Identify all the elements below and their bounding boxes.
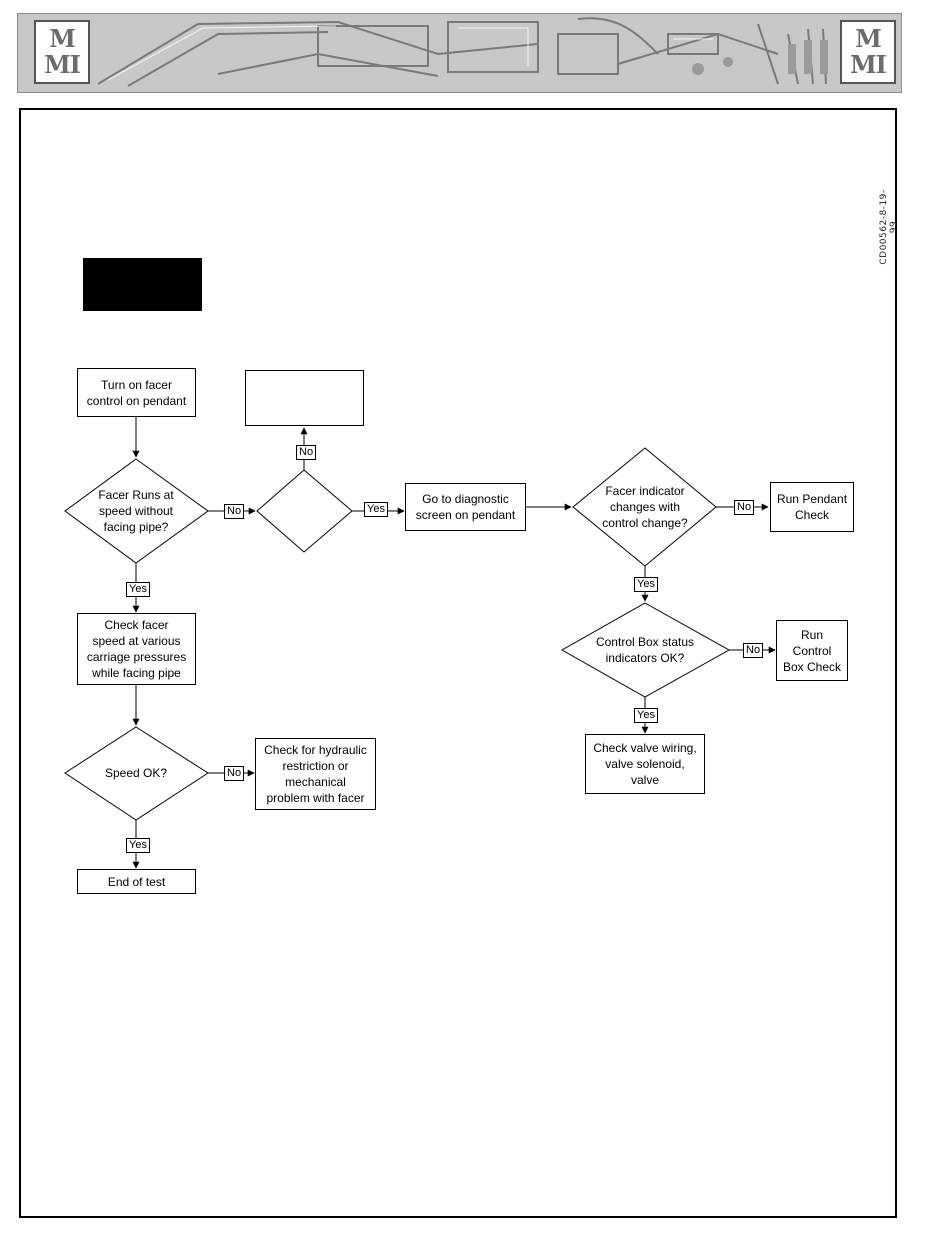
- redacted-title-block: [83, 258, 202, 311]
- label-no-facer-runs: No: [224, 504, 245, 519]
- machine-illustration: [18, 14, 901, 92]
- logo-right-line1: M: [855, 24, 882, 53]
- mmi-logo-right: M MI: [840, 20, 896, 84]
- label-yes-control-box: Yes: [634, 708, 658, 723]
- node-run-pendant-check: Run Pendant Check: [770, 482, 854, 532]
- diamond-speed-ok-text: Speed OK?: [104, 766, 168, 780]
- label-yes-facer-runs: Yes: [126, 582, 150, 597]
- label-no-facer-indicator: No: [734, 500, 755, 515]
- node-blank-box: [245, 370, 364, 426]
- diamond-blank: [256, 469, 353, 553]
- diamond-facer-indicator-text: Facer indicator changes with control cha…: [602, 484, 688, 530]
- label-yes-blank-diamond: Yes: [364, 502, 388, 517]
- node-check-facer-speed: Check facer speed at various carriage pr…: [77, 613, 196, 685]
- diamond-control-box-status-text: Control Box status indicators OK?: [595, 635, 695, 665]
- node-check-valve: Check valve wiring, valve solenoid, valv…: [585, 734, 705, 794]
- logo-left-line1: M: [49, 24, 76, 53]
- mmi-logo-left: M MI: [34, 20, 90, 84]
- label-no-blank-diamond: No: [296, 445, 317, 460]
- label-yes-speed-ok: Yes: [126, 838, 150, 853]
- label-yes-facer-indicator: Yes: [634, 577, 658, 592]
- label-no-control-box: No: [743, 643, 764, 658]
- header-banner: M MI M MI: [17, 13, 902, 93]
- node-turn-on-facer: Turn on facer control on pendant: [77, 368, 196, 417]
- diamond-blank-text: [270, 495, 338, 527]
- page-frame: [19, 108, 897, 1218]
- logo-right-line2: MI: [850, 50, 887, 79]
- node-end-of-test: End of test: [77, 869, 196, 894]
- diamond-facer-runs-text: Facer Runs at speed without facing pipe?: [98, 488, 174, 534]
- logo-left-line2: MI: [44, 50, 81, 79]
- node-run-control-box-check: Run Control Box Check: [776, 620, 848, 681]
- label-no-speed-ok: No: [224, 766, 245, 781]
- node-go-to-diagnostic: Go to diagnostic screen on pendant: [405, 483, 526, 531]
- node-check-hydraulic: Check for hydraulic restriction or mecha…: [255, 738, 376, 810]
